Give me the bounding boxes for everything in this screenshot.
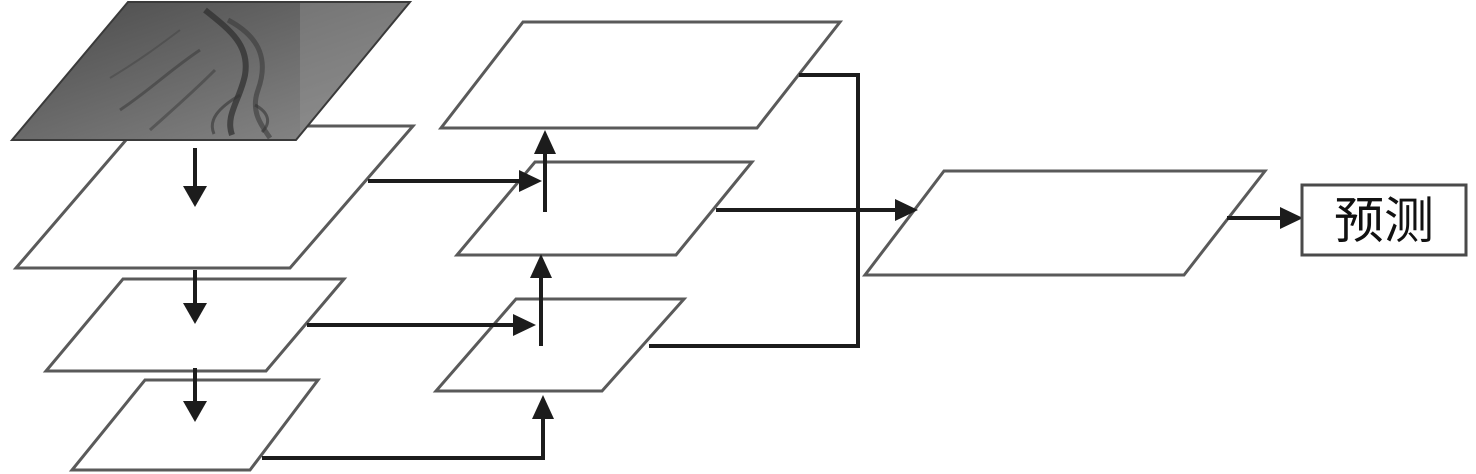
upward-arrow-1 [530, 254, 552, 346]
output-arrow [1227, 207, 1303, 229]
lateral-arrow-3 [262, 395, 554, 460]
prediction-label: 预测 [1334, 192, 1434, 250]
backbone-down-arrow-3 [183, 368, 207, 422]
input-image-layer [9, 1, 413, 141]
backbone-down-arrow-2 [183, 270, 207, 324]
merge-connector [649, 73, 918, 348]
backbone-layer-3 [68, 378, 322, 472]
upward-arrow-2 [534, 130, 556, 212]
pyramid-layer-middle [453, 160, 756, 257]
backbone-down-arrow-1 [183, 148, 207, 207]
pyramid-layer-top [437, 20, 844, 130]
prediction-box: 预测 [1300, 183, 1468, 257]
pyramid-layer-bottom [432, 297, 688, 393]
lateral-arrow-1 [368, 170, 542, 192]
fusion-layer [861, 169, 1269, 277]
backbone-layer-2 [42, 277, 348, 373]
lateral-arrow-2 [307, 314, 536, 336]
backbone-layer-1 [12, 124, 417, 270]
